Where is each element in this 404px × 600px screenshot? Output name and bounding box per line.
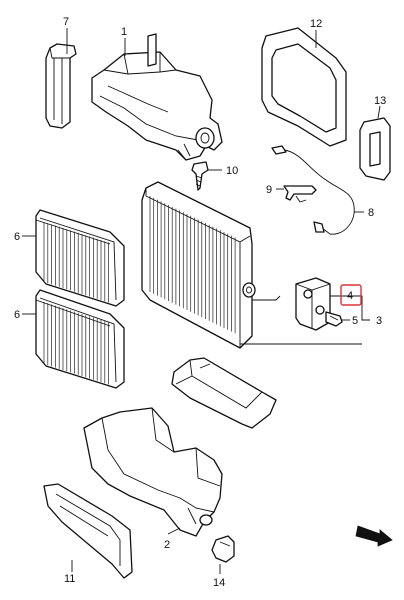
- drain-tray: [171, 357, 277, 429]
- part-2-lower-case: [83, 407, 223, 537]
- part-14-grommet: [211, 535, 235, 563]
- part-8-sensor: [271, 145, 355, 235]
- front-arrow-icon: [355, 525, 393, 547]
- callout-9: 9: [266, 184, 272, 196]
- callout-6b: 6: [14, 309, 20, 321]
- callout-4: 4: [347, 290, 353, 302]
- evaporator-core: [141, 181, 362, 349]
- callout-14: 14: [213, 577, 225, 589]
- part-1-upper-case: [91, 33, 223, 161]
- callout-6a: 6: [14, 231, 20, 243]
- part-13-seal: [359, 117, 391, 181]
- callout-7: 7: [63, 16, 69, 28]
- part-7-bracket: [45, 43, 77, 129]
- callout-3: 3: [376, 315, 382, 327]
- part-11-duct: [43, 483, 133, 579]
- callout-1: 1: [121, 26, 127, 38]
- part-4-expansion-valve: [295, 277, 343, 331]
- part-9-clip: [283, 185, 317, 203]
- callout-2: 2: [164, 539, 170, 551]
- part-6-filter-upper: [35, 209, 125, 307]
- callout-5: 5: [352, 315, 358, 327]
- callout-10: 10: [226, 165, 238, 177]
- callout-4-highlight: [340, 284, 362, 306]
- callout-11: 11: [64, 573, 75, 585]
- callout-12: 12: [310, 18, 322, 30]
- callout-8: 8: [368, 207, 374, 219]
- part-6-filter-lower: [35, 289, 125, 389]
- part-12-frame: [261, 27, 347, 147]
- part-10-screw: [191, 161, 209, 191]
- callout-13: 13: [374, 95, 386, 107]
